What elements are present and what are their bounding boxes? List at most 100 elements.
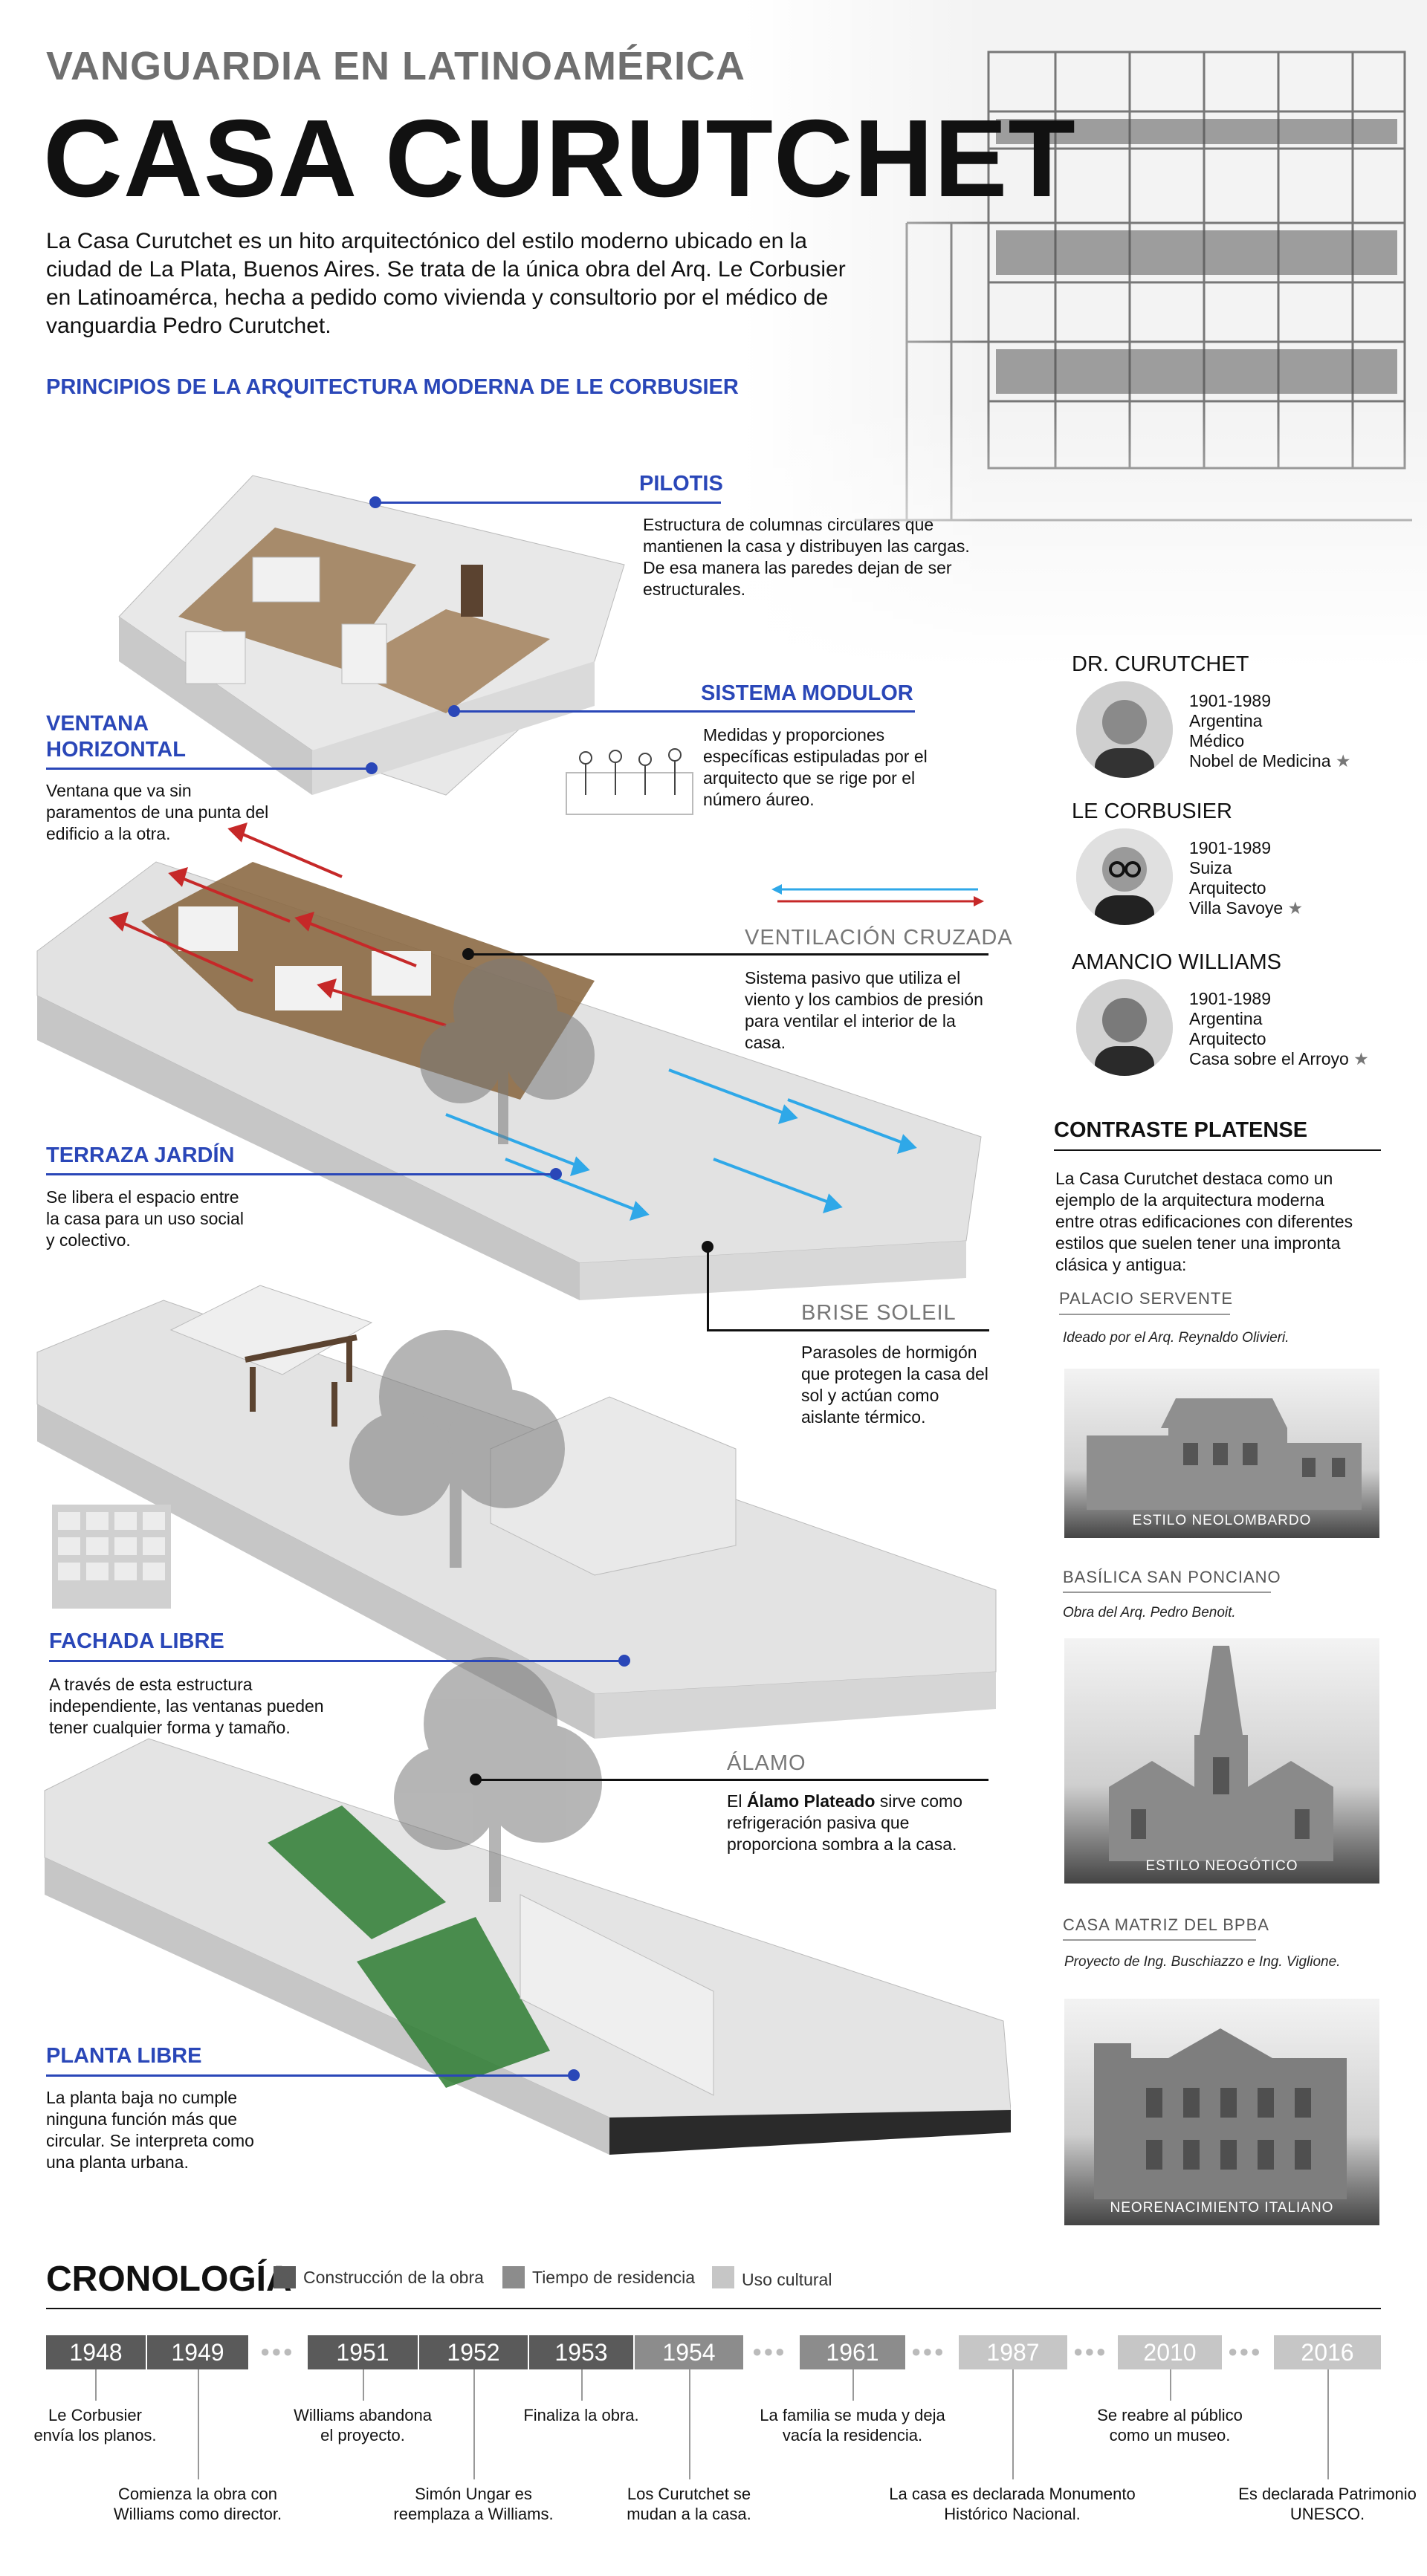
year-1953: 1953 bbox=[529, 2335, 633, 2369]
event-1954: Los Curutchet se mudan a la casa. bbox=[627, 2485, 751, 2523]
year-1951: 1951 bbox=[308, 2335, 418, 2369]
modulor-text: Medidas y proporciones específicas estip… bbox=[703, 725, 928, 809]
event-1987: La casa es declarada Monumento Histórico… bbox=[889, 2485, 1136, 2523]
building-sketch-illustration bbox=[743, 0, 1427, 669]
cronologia-divider bbox=[46, 2308, 1381, 2309]
fachada-title: FACHADA LIBRE bbox=[49, 1629, 224, 1653]
timeline-tick bbox=[689, 2369, 690, 2479]
timeline-tick bbox=[852, 2369, 854, 2401]
timeline-tick bbox=[1012, 2369, 1014, 2479]
fachada-dot bbox=[618, 1655, 630, 1667]
star-icon: ★ bbox=[1287, 898, 1304, 918]
wind-arrows-icon bbox=[771, 884, 984, 906]
avatar-corbusier bbox=[1076, 828, 1173, 925]
terraza-text: Se libera el espacio entre la casa para … bbox=[46, 1187, 244, 1250]
person-country: Argentina bbox=[1189, 711, 1263, 730]
alamo-text-bold: Álamo Plateado bbox=[746, 1791, 876, 1811]
star-icon: ★ bbox=[1335, 751, 1351, 770]
person-award-text: Casa sobre el Arroyo bbox=[1189, 1049, 1349, 1068]
year-1952: 1952 bbox=[419, 2335, 528, 2369]
building-credit-servente: Ideado por el Arq. Reynaldo Olivieri. bbox=[1063, 1330, 1290, 1346]
ventilacion-title: VENTILACIÓN CRUZADA bbox=[745, 926, 1013, 950]
ellipsis-icon: ●●● bbox=[1073, 2342, 1107, 2361]
ventilacion-leader-line bbox=[468, 953, 988, 956]
brise-leader-line bbox=[707, 1247, 709, 1331]
planta-dot bbox=[568, 2069, 580, 2081]
event-2010: Se reabre al público como un museo. bbox=[1097, 2406, 1243, 2444]
person-info-williams: 1901-1989 Argentina Arquitecto Casa sobr… bbox=[1189, 989, 1369, 1069]
terraza-title: TERRAZA JARDÍN bbox=[46, 1143, 235, 1167]
ventana-leader-line bbox=[46, 768, 373, 770]
legend-label-residencia: Tiempo de residencia bbox=[532, 2268, 696, 2287]
year-2016: 2016 bbox=[1274, 2335, 1381, 2369]
modulor-title: SISTEMA MODULOR bbox=[701, 681, 913, 705]
event-1961: La familia se muda y deja vacía la resid… bbox=[760, 2406, 945, 2444]
ground-level bbox=[44, 1657, 1011, 2155]
alamo-text: El Álamo Plateado sirve como refrigeraci… bbox=[727, 1791, 987, 1855]
ventilacion-text: Sistema pasivo que utiliza el viento y l… bbox=[745, 968, 983, 1052]
person-years: 1901-1989 bbox=[1189, 691, 1271, 710]
year-1961: 1961 bbox=[800, 2335, 905, 2369]
timeline-tick bbox=[473, 2369, 475, 2479]
person-role: Arquitecto bbox=[1189, 1029, 1266, 1048]
pilotis-text: Estructura de columnas circulares que ma… bbox=[643, 515, 970, 599]
building-credit-bpba: Proyecto de Ing. Buschiazzo e Ing. Vigli… bbox=[1064, 1954, 1341, 1970]
style-caption-bpba: NEORENACIMIENTO ITALIANO bbox=[1110, 2200, 1334, 2216]
person-award-text: Nobel de Medicina bbox=[1189, 751, 1331, 770]
timeline-tick bbox=[198, 2369, 199, 2479]
facade-thumbnail bbox=[52, 1505, 171, 1609]
style-caption-servente: ESTILO NEOLOMBARDO bbox=[1132, 1513, 1312, 1528]
event-2016: Es declarada Patrimonio UNESCO. bbox=[1238, 2485, 1417, 2523]
legend-swatch-construccion bbox=[274, 2266, 296, 2288]
building-name-basilica: BASÍLICA SAN PONCIANO bbox=[1063, 1568, 1281, 1586]
event-1953: Finaliza la obra. bbox=[523, 2406, 639, 2424]
person-award-text: Villa Savoye bbox=[1189, 898, 1284, 918]
alamo-text-prefix: El bbox=[727, 1791, 747, 1811]
year-1948: 1948 bbox=[46, 2335, 146, 2369]
person-award: Villa Savoye ★ bbox=[1189, 898, 1303, 918]
event-1949: Comienza la obra con Williams como direc… bbox=[113, 2485, 282, 2523]
ellipsis-icon: ●●● bbox=[752, 2342, 786, 2361]
brise-text: Parasoles de hormigón que protegen la ca… bbox=[801, 1343, 988, 1427]
ellipsis-icon: ●●● bbox=[1228, 2342, 1262, 2361]
contraste-title: CONTRASTE PLATENSE bbox=[1054, 1118, 1308, 1142]
event-1951: Williams abandona el proyecto. bbox=[294, 2406, 432, 2444]
ellipsis-icon: ●●● bbox=[911, 2342, 945, 2361]
event-1948: Le Corbusier envía los planos. bbox=[33, 2406, 157, 2444]
contraste-text: La Casa Curutchet destaca como un ejempl… bbox=[1055, 1169, 1353, 1274]
person-country: Suiza bbox=[1189, 858, 1232, 877]
ventana-dot bbox=[366, 762, 378, 774]
timeline-tick bbox=[581, 2369, 583, 2401]
person-info-curutchet: 1901-1989 Argentina Médico Nobel de Medi… bbox=[1189, 691, 1351, 771]
alamo-text-suffix: sirve como refrigeración pasiva que prop… bbox=[727, 1791, 962, 1854]
photo-bpba: NEORENACIMIENTO ITALIANO bbox=[1064, 1999, 1379, 2225]
photo-basilica: ESTILO NEOGÓTICO bbox=[1064, 1638, 1379, 1884]
building-name-bpba: CASA MATRIZ DEL BPBA bbox=[1063, 1915, 1269, 1934]
axonometric-diagram bbox=[36, 475, 1011, 2155]
building-name-servente: PALACIO SERVENTE bbox=[1059, 1289, 1234, 1308]
legend-label-construccion: Construcción de la obra bbox=[303, 2268, 484, 2287]
modulor-leader-line bbox=[454, 710, 915, 713]
person-award: Nobel de Medicina ★ bbox=[1189, 751, 1351, 771]
person-name-corbusier: LE CORBUSIER bbox=[1072, 799, 1232, 823]
person-role: Arquitecto bbox=[1189, 878, 1266, 898]
planta-text: La planta baja no cumple ninguna función… bbox=[46, 2088, 254, 2172]
year-1949: 1949 bbox=[147, 2335, 248, 2369]
brise-leader-line-horizontal bbox=[707, 1329, 989, 1331]
timeline-tick bbox=[1327, 2369, 1329, 2479]
year-1954: 1954 bbox=[635, 2335, 743, 2369]
facade-level bbox=[36, 1285, 997, 1739]
event-1952: Simón Ungar es reemplaza a Williams. bbox=[393, 2485, 554, 2523]
building-divider bbox=[1059, 1314, 1230, 1315]
planta-title: PLANTA LIBRE bbox=[46, 2044, 202, 2068]
person-name-curutchet: DR. CURUTCHET bbox=[1072, 652, 1249, 676]
timeline-tick bbox=[363, 2369, 364, 2401]
building-divider bbox=[1063, 1939, 1256, 1941]
person-name-williams: AMANCIO WILLIAMS bbox=[1072, 950, 1281, 974]
modulor-figures-illustration bbox=[566, 748, 693, 815]
ellipsis-icon: ●●● bbox=[260, 2342, 294, 2361]
year-2010: 2010 bbox=[1118, 2335, 1222, 2369]
planta-leader-line bbox=[46, 2074, 575, 2077]
legend-label-cultural: Uso cultural bbox=[742, 2270, 832, 2289]
avatar-curutchet bbox=[1076, 681, 1173, 778]
